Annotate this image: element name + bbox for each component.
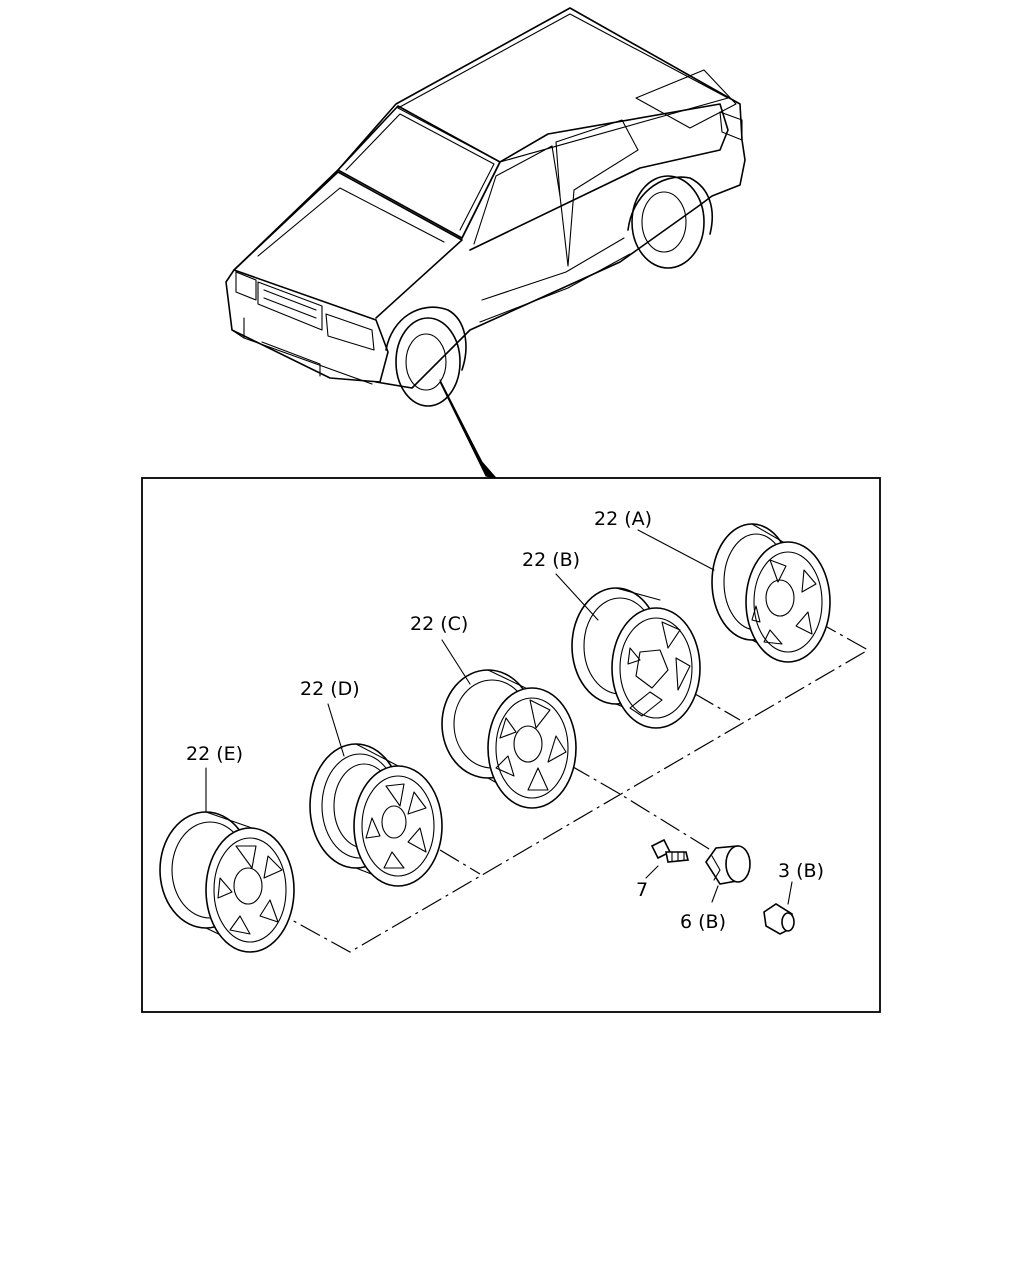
bolt-7 — [650, 838, 690, 863]
leader-lines — [205, 529, 793, 905]
label-wheel-22-a: 22 (A) — [594, 508, 652, 530]
wheel-22-b — [571, 587, 701, 729]
suv-illustration — [225, 7, 746, 407]
hub-cap-6b — [705, 845, 751, 885]
label-wheel-22-b: 22 (B) — [522, 549, 580, 571]
label-hub-cap-6b: 6 (B) — [680, 911, 726, 933]
wheel-22-a — [711, 523, 831, 663]
wheel-22-e — [159, 811, 295, 953]
wheel-22-c — [441, 669, 577, 809]
label-bolt-7: 7 — [636, 879, 648, 901]
label-wheel-22-e: 22 (E) — [186, 743, 243, 765]
label-wheel-22-c: 22 (C) — [410, 613, 468, 635]
parts-frame — [141, 477, 881, 1013]
wheel-22-d — [309, 743, 443, 887]
label-wheel-22-d: 22 (D) — [300, 678, 360, 700]
label-wheel-nut-3b: 3 (B) — [778, 860, 824, 882]
wheel-nut-3b — [763, 903, 795, 935]
